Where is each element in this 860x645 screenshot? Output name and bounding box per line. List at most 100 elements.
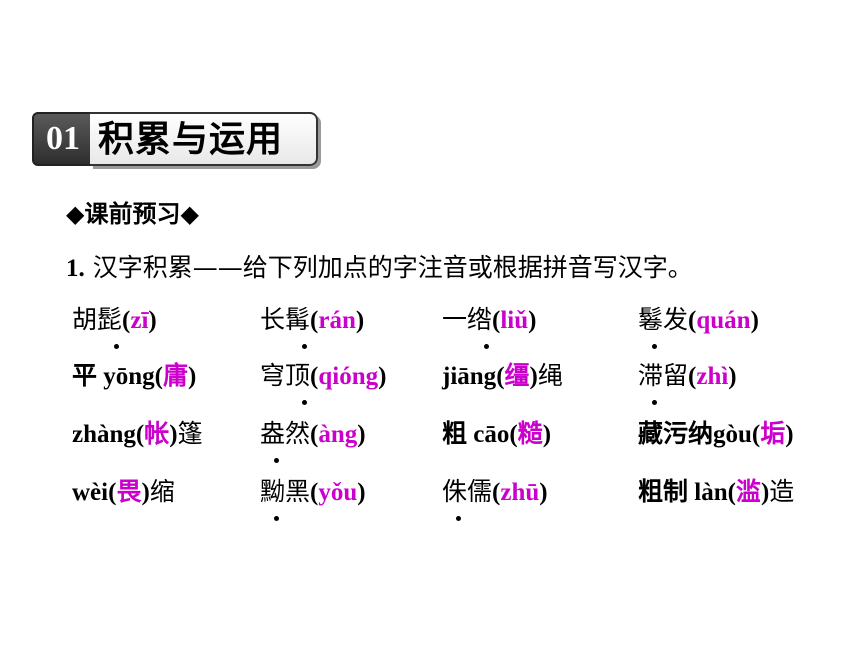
emphasis-dot [274,516,279,521]
close-paren: ) [378,363,387,390]
instruction-text: 汉字积累——给下列加点的字注音或根据拼音写汉字。 [84,253,693,282]
close-paren: ) [529,363,538,390]
vocab-prompt: jiāng [442,363,497,390]
vocab-prompt: zhàng [72,421,136,448]
vocab-answer: 缰 [504,361,530,390]
open-paren: ( [310,479,319,506]
vocab-item: 胡髭(zī) [72,300,157,349]
vocab-prompt: 盎然 [260,419,311,448]
emphasis-dot [302,400,307,405]
vocab-prompt: 粗制 làn [638,479,728,506]
vocab-item: 鬈发(quán) [638,300,759,349]
vocab-item: zhàng(帐)篷 [72,414,203,454]
vocab-prompt: 藏污纳gòu [638,421,752,448]
open-paren: ( [310,421,319,448]
emphasis-dot [652,400,657,405]
vocab-prompt: 滞留 [638,361,689,390]
emphasis-dot [484,344,489,349]
open-paren: ( [751,421,761,448]
vocab-item: jiāng(缰)绳 [442,356,563,396]
banner-number-box [32,112,94,166]
vocab-answer: zhū [500,479,540,506]
vocab-prompt: 侏儒 [442,477,493,506]
vocab-suffix: 篷 [177,419,203,448]
emphasis-dot [274,458,279,463]
open-paren: ( [688,363,697,390]
vocab-answer: zī [130,307,149,334]
vocab-item: 穹顶(qióng) [260,356,387,405]
vocab-suffix: 造 [769,477,795,506]
instruction: 1. 汉字积累——给下列加点的字注音或根据拼音写汉字。 [66,248,693,284]
section-banner: 01 积累与运用 [32,112,318,168]
open-paren: ( [154,363,163,390]
vocab-item: 滞留(zhì) [638,356,737,405]
vocab-prompt: 一绺 [442,305,493,334]
vocab-item: 盎然(àng) [260,414,366,463]
open-paren: ( [492,307,501,334]
emphasis-dot [114,344,119,349]
close-paren: ) [750,307,759,334]
vocab-prompt: 长髯 [260,305,311,334]
vocab-answer: 庸 [162,361,188,390]
close-paren: ) [728,363,737,390]
open-paren: ( [496,363,505,390]
vocab-suffix: 缩 [149,477,175,506]
section-heading: ◆课前预习◆ [66,200,199,228]
banner-number: 01 [46,120,80,157]
open-paren: ( [727,479,736,506]
vocab-item: 长髯(rán) [260,300,365,349]
close-paren: ) [542,421,552,448]
vocab-item: 粗 cāo(糙) [442,414,551,454]
close-paren: ) [355,307,365,334]
open-paren: ( [108,479,117,506]
instruction-number: 1. [66,255,85,282]
vocab-answer: qióng [318,363,379,390]
vocab-item: wèi(畏)缩 [72,472,175,512]
close-paren: ) [760,479,770,506]
close-paren: ) [357,421,366,448]
vocab-answer: yǒu [318,479,358,506]
vocab-suffix: 绳 [537,361,563,390]
open-paren: ( [688,307,697,334]
vocab-answer: 垢 [760,419,786,448]
banner-title: 积累与运用 [98,119,284,160]
vocab-prompt: 粗 cāo [442,421,510,448]
vocab-prompt: 穹顶 [260,361,311,390]
emphasis-dot [456,516,461,521]
close-paren: ) [169,421,178,448]
open-paren: ( [122,307,131,334]
close-paren: ) [528,307,537,334]
open-paren: ( [509,421,518,448]
vocab-item: 侏儒(zhū) [442,472,548,521]
close-paren: ) [141,479,150,506]
vocab-item: 平 yōng(庸) [72,356,196,396]
vocab-answer: zhì [696,363,729,390]
emphasis-dot [652,344,657,349]
open-paren: ( [310,363,319,390]
close-paren: ) [785,421,794,448]
vocab-answer: 帐 [144,419,170,448]
vocab-item: 藏污纳gòu(垢) [638,414,794,454]
vocab-answer: 糙 [517,419,543,448]
close-paren: ) [357,479,366,506]
open-paren: ( [135,421,145,448]
vocab-answer: rán [318,307,356,334]
vocab-answer: 畏 [116,477,142,506]
vocab-prompt: 胡髭 [72,305,123,334]
banner-title-box: 积累与运用 [90,112,318,166]
emphasis-dot [302,344,307,349]
open-paren: ( [310,307,319,334]
vocab-answer: liǔ [500,307,529,334]
close-paren: ) [539,479,548,506]
close-paren: ) [188,363,197,390]
vocab-prompt: 鬈发 [638,305,689,334]
open-paren: ( [492,479,501,506]
vocab-prompt: 黝黑 [260,477,311,506]
vocab-item: 黝黑(yǒu) [260,472,366,521]
close-paren: ) [148,307,157,334]
vocab-answer: 滥 [735,477,761,506]
vocab-item: 一绺(liǔ) [442,300,537,349]
vocab-prompt: wèi [72,479,109,506]
vocab-answer: quán [696,307,751,334]
vocab-answer: àng [318,421,358,448]
